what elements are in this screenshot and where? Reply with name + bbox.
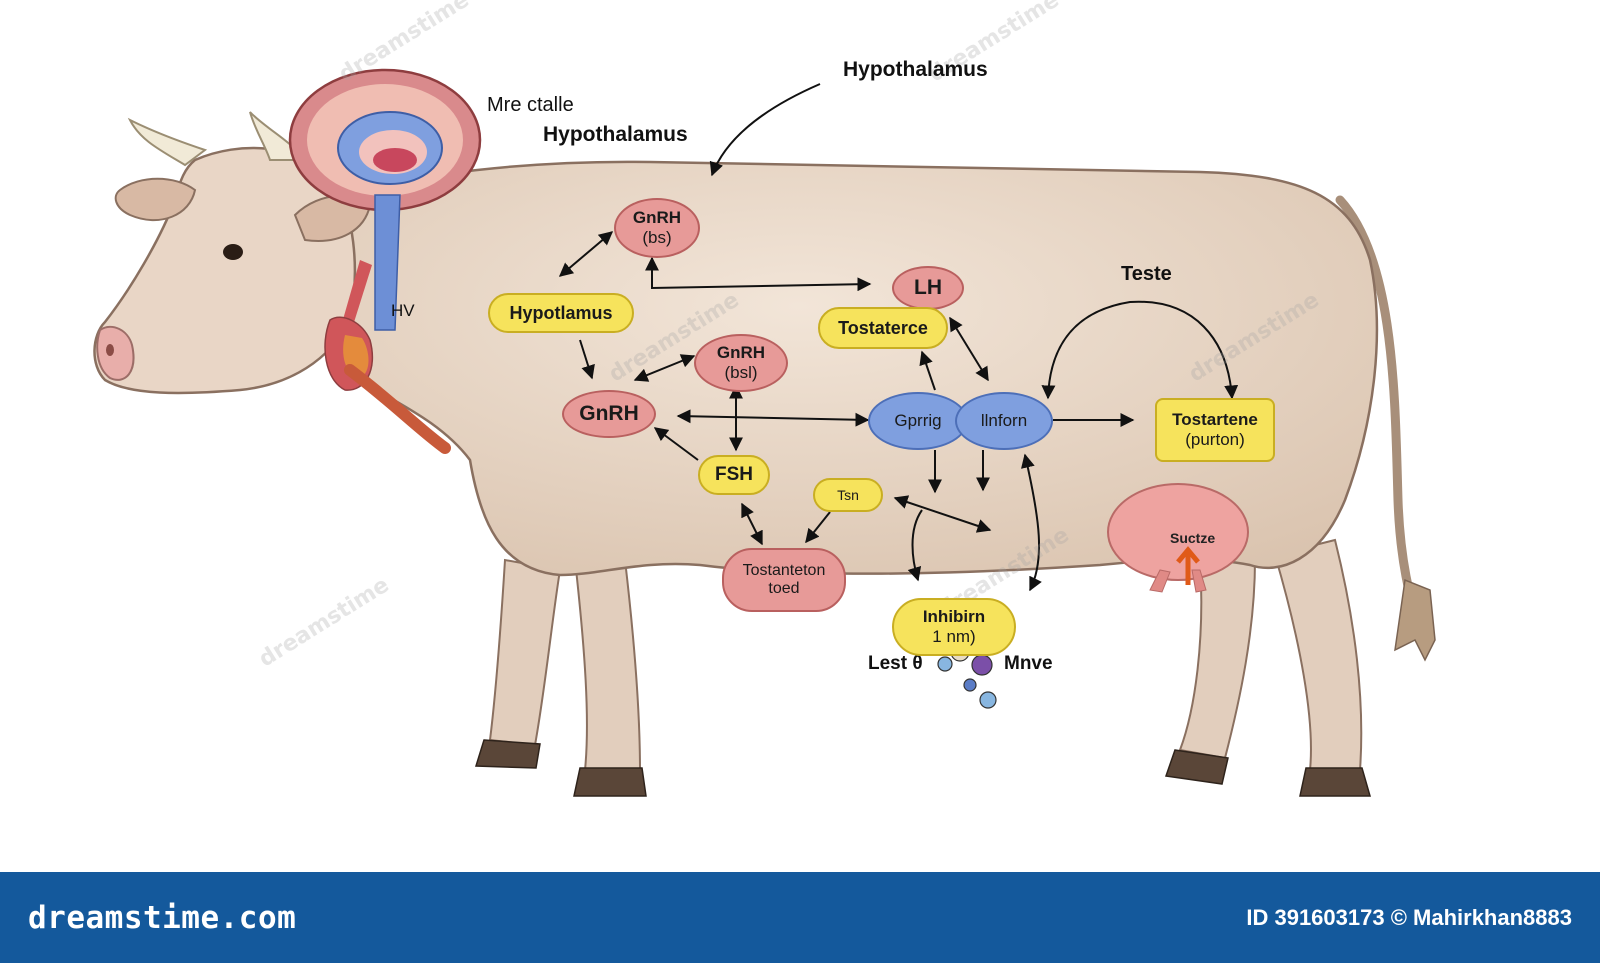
node-tostanteton-line1: Tostanteton: [742, 561, 826, 579]
node-tsn: Tsn: [813, 478, 883, 512]
node-gnrh-bs-line2: (bs): [642, 228, 672, 247]
image-credit: ID 391603173 © Mahirkhan8883: [1246, 904, 1572, 930]
node-fsh: FSH: [698, 455, 770, 495]
node-hypotlamus: Hypotlamus: [488, 293, 634, 333]
label-hv: HV: [391, 301, 415, 320]
label-mre-ctalle: Mre ctalle: [487, 94, 574, 116]
node-lh: LH: [892, 266, 964, 310]
node-hypotlamus-text: Hypotlamus: [509, 302, 613, 323]
node-fsh-text: FSH: [715, 464, 753, 486]
node-tostaterce: Tostaterce: [818, 307, 948, 349]
node-llnforn-text: llnforn: [980, 411, 1028, 431]
node-tostaterce-text: Tostaterce: [838, 317, 928, 338]
cow-legs: [488, 538, 1363, 771]
pathway-arrows: [558, 83, 1239, 592]
node-gprrig-text: Gprrig: [894, 411, 942, 431]
cow-ear-left: [114, 177, 197, 222]
node-gnrh-bsl-line2: (bsl): [724, 363, 758, 382]
cow-hooves: [474, 739, 1371, 797]
node-tostanteton: Tostanteton toed: [722, 548, 846, 612]
footer-banner: dreamstime.com ID 391603173 © Mahirkhan8…: [0, 872, 1600, 963]
node-gnrh-bsl: GnRH (bsl): [694, 334, 788, 392]
node-inhibirn-line2: 1 nm): [932, 627, 976, 646]
node-inhibirn-line1: Inhibirn: [922, 607, 986, 627]
label-lest: Lest θ: [868, 653, 923, 674]
brand-logo[interactable]: dreamstime.com: [28, 899, 297, 936]
diagram-stage: dreamstime dreamstime dreamstime dreamst…: [93, 0, 1436, 797]
cow-tail-tuft: [1394, 578, 1436, 662]
cow-udder: [1107, 483, 1249, 593]
node-gnrh-bs-line1: GnRH: [632, 208, 682, 228]
node-tostanteton-line2: toed: [768, 580, 800, 597]
label-teste: Teste: [1121, 263, 1172, 285]
node-gnrh-text: GnRH: [579, 401, 639, 425]
node-llnforn: llnforn: [955, 392, 1053, 450]
node-gnrh: GnRH: [562, 390, 656, 438]
cow-horn-left: [127, 117, 208, 167]
node-gnrh-bs: GnRH (bs): [614, 198, 700, 258]
node-tostartene-line2: (purton): [1185, 430, 1245, 449]
node-tostartene: Tostartene (purton): [1155, 398, 1275, 462]
node-inhibirn: Inhibirn 1 nm): [892, 598, 1016, 656]
label-suctze: Suctze: [1170, 530, 1216, 546]
label-top-hypothalamus: Hypothalamus: [843, 58, 988, 81]
cow-eye: [223, 244, 243, 260]
label-mnve: Mnve: [1004, 653, 1053, 674]
node-lh-text: LH: [914, 275, 942, 299]
node-gprrig: Gprrig: [868, 392, 968, 450]
cow-illustration: [93, 68, 1436, 797]
node-tostartene-line1: Tostartene: [1172, 410, 1258, 430]
cow-muzzle: [96, 325, 135, 381]
brain-anatomy: [288, 68, 482, 454]
node-gnrh-bsl-line1: GnRH: [716, 343, 766, 363]
node-tsn-text: Tsn: [837, 486, 859, 503]
label-hypothalamus-brain: Hypothalamus: [543, 123, 688, 146]
